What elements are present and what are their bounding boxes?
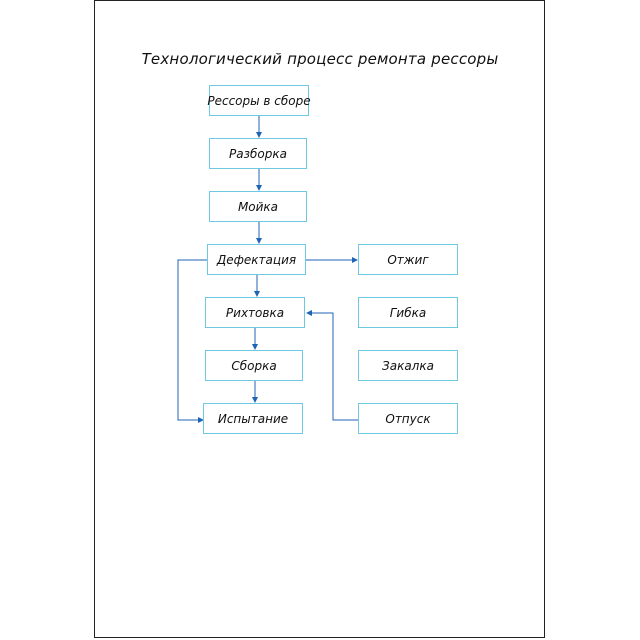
- box-bending: Гибка: [358, 297, 458, 328]
- box-defect: Дефектация: [207, 244, 306, 275]
- box-assembly-in: Рессоры в сборе: [207, 85, 311, 116]
- box-hardening: Закалка: [358, 350, 458, 381]
- arrow-tempering-to-straightening: [306, 310, 359, 421]
- box-testing: Испытание: [203, 403, 303, 434]
- box-annealing: Отжиг: [358, 244, 458, 275]
- diagram-title: Технологический процесс ремонта рессоры: [141, 50, 499, 68]
- arrow-defect-bypass-to-testing: [177, 259, 207, 423]
- box-washing: Мойка: [209, 191, 307, 222]
- box-tempering: Отпуск: [358, 403, 458, 434]
- drawing-sheet: [94, 0, 545, 638]
- box-disassembly: Разборка: [209, 138, 307, 169]
- box-straightening: Рихтовка: [205, 297, 305, 328]
- box-assembly: Сборка: [205, 350, 303, 381]
